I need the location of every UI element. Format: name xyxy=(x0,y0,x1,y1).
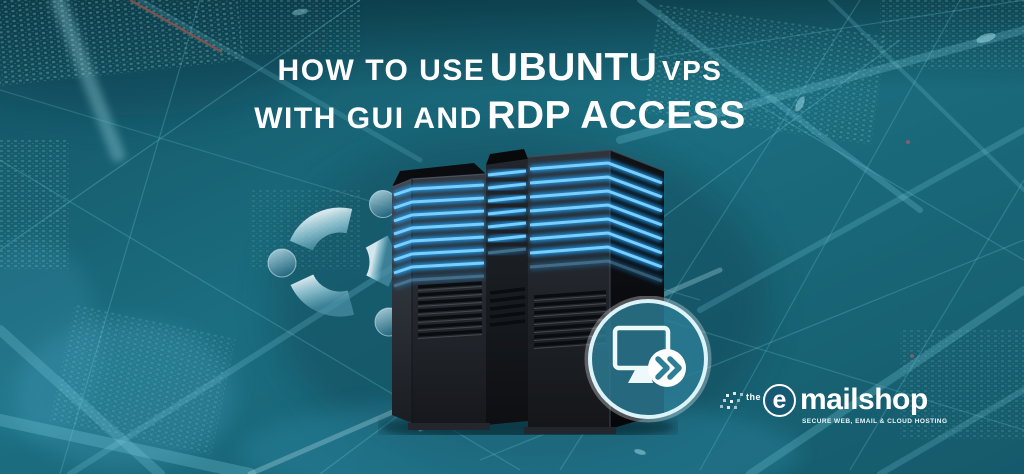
emailshop-logo: the e mailshop SECURE WEB, EMAIL & CLOUD… xyxy=(720,378,947,434)
title-line-2: WITH GUI AND RDP ACCESS xyxy=(190,96,810,144)
remote-desktop-monitor-icon xyxy=(612,325,671,383)
title-line1-light: HOW TO USE xyxy=(277,54,486,87)
title-line1-small: VPS xyxy=(661,55,723,86)
monitor-stand xyxy=(628,368,653,383)
ubuntu-satellite-left xyxy=(267,248,297,278)
red-circuit-line xyxy=(129,0,223,54)
title-line2-light: WITH GUI AND xyxy=(254,102,483,135)
emailshop-e-mark-icon: e xyxy=(763,384,796,417)
title-line1-strong: UBUNTU xyxy=(489,46,658,89)
title-line2-strong: RDP ACCESS xyxy=(487,94,746,137)
pixel-dots-icon xyxy=(726,394,729,397)
rdp-double-chevron-icon xyxy=(655,356,682,380)
server-tower-left xyxy=(392,163,490,430)
title-block: HOW TO USE UBUNTU VPS WITH GUI AND RDP A… xyxy=(190,48,810,144)
brand-prefix: the xyxy=(746,392,761,402)
ubuntu-logo-icon xyxy=(267,190,404,337)
red-accents xyxy=(129,0,914,358)
rdp-badge xyxy=(584,296,712,423)
badge-circle xyxy=(588,299,708,419)
tower-base-left xyxy=(408,423,490,430)
brand-name: mailshop xyxy=(800,383,928,416)
tower-base-right xyxy=(524,427,616,434)
brand-tagline: SECURE WEB, EMAIL & CLOUD HOSTING xyxy=(802,418,948,425)
ring-segment-right xyxy=(365,235,395,287)
circuit-matrix-patches xyxy=(0,0,1024,457)
ring-segment-bottom-left xyxy=(290,273,355,317)
ring-segment-top-left xyxy=(289,207,353,252)
title-line-1: HOW TO USE UBUNTU VPS xyxy=(190,48,810,94)
server-tower-middle xyxy=(486,149,528,425)
ubuntu-ring xyxy=(289,207,395,317)
